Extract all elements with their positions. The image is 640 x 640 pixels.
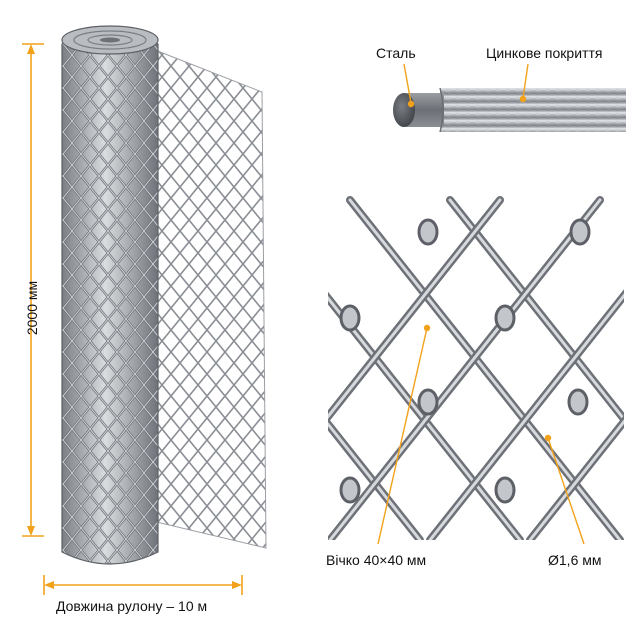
coating-label: Цинкове покриття bbox=[486, 45, 603, 61]
steel-label: Сталь bbox=[376, 45, 416, 61]
length-dimension bbox=[43, 575, 243, 595]
mesh-cell-label: Вічко 40×40 мм bbox=[326, 552, 427, 568]
wire-diameter-label: Ø1,6 мм bbox=[548, 552, 602, 568]
wire-diameter-callout bbox=[544, 434, 585, 545]
mesh-roll-icon bbox=[61, 25, 267, 565]
mesh-closeup-icon bbox=[328, 196, 624, 540]
steel-callout bbox=[403, 63, 415, 108]
height-label: 2000 мм bbox=[24, 280, 40, 336]
wire-cross-section-icon bbox=[393, 87, 626, 133]
mesh-cell-callout bbox=[377, 324, 431, 545]
roll-length-label: Довжина рулону – 10 м bbox=[56, 598, 208, 614]
height-dimension bbox=[22, 43, 44, 537]
coating-callout bbox=[519, 63, 529, 103]
